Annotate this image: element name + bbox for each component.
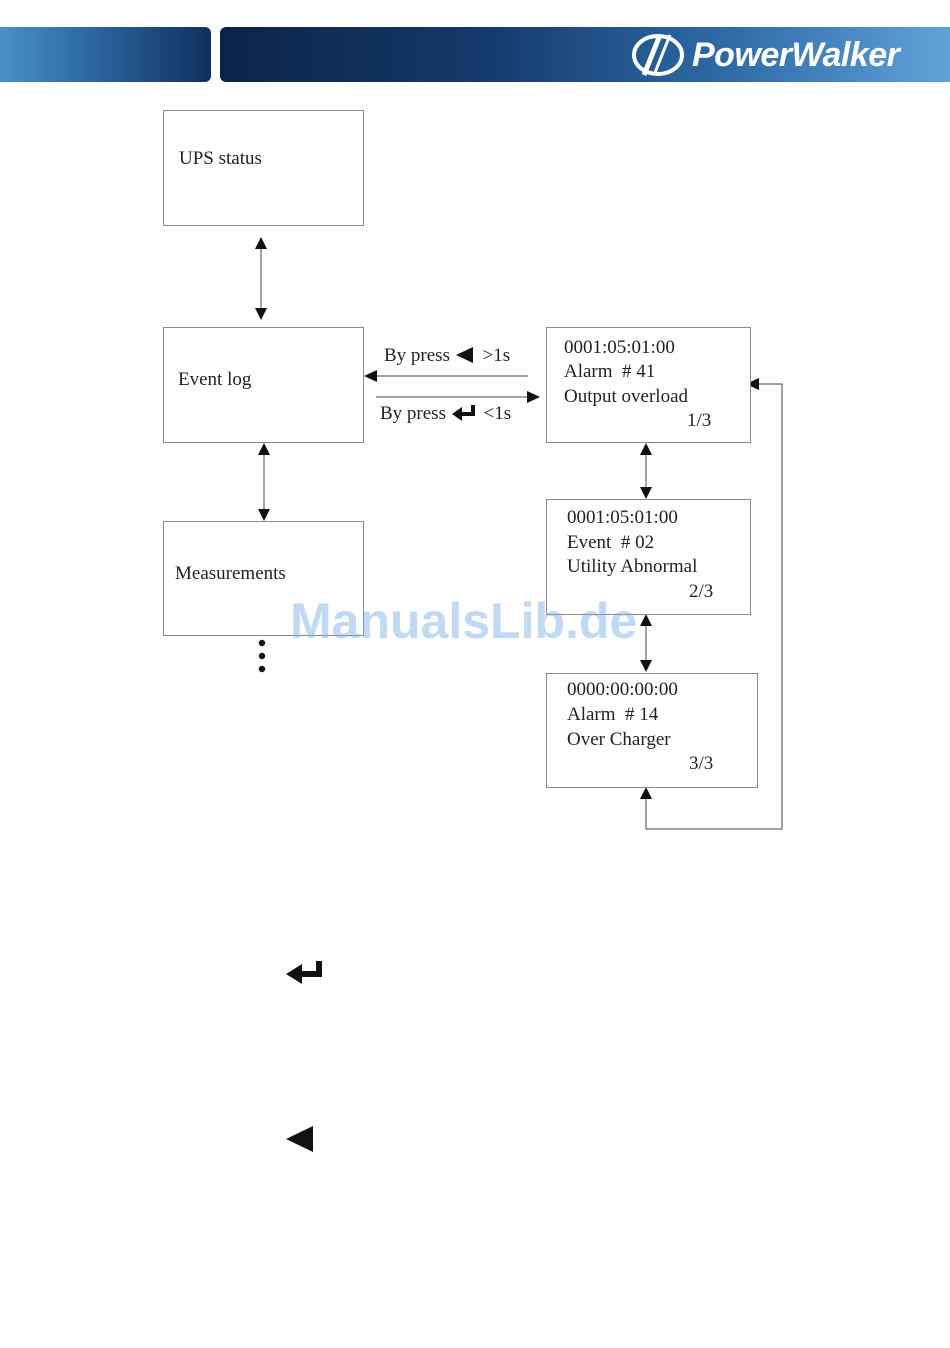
enter-arrow-label: By press <1s (380, 403, 511, 425)
entry-page: 3/3 (689, 753, 713, 775)
left-triangle-icon (285, 1124, 315, 1154)
entry-type: Alarm # 14 (567, 704, 658, 726)
entry-time: 0000:00:00:00 (567, 679, 678, 701)
back-suffix: >1s (482, 345, 510, 366)
entry-page: 1/3 (687, 410, 711, 432)
entry-desc: Utility Abnormal (567, 556, 697, 578)
entry-type: Event # 02 (567, 532, 654, 554)
enter-icon (285, 958, 327, 986)
back-prefix: By press (384, 345, 450, 366)
event-log-box: Event log (163, 327, 364, 443)
measurements-label: Measurements (175, 563, 286, 585)
left-triangle-icon (455, 346, 475, 364)
event-log-label: Event log (178, 369, 251, 391)
entry-time: 0001:05:01:00 (564, 337, 675, 359)
enter-icon (451, 404, 479, 422)
watermark: ManualsLib.de (290, 592, 637, 650)
entry-type: Alarm # 41 (564, 361, 655, 383)
event-entry-1: 0001:05:01:00 Alarm # 41 Output overload… (546, 327, 751, 443)
back-arrow-label: By press >1s (384, 345, 510, 367)
event-entry-3: 0000:00:00:00 Alarm # 14 Over Charger 3/… (546, 673, 758, 788)
entry-desc: Over Charger (567, 729, 671, 751)
entry-time: 0001:05:01:00 (567, 507, 678, 529)
enter-suffix: <1s (483, 403, 511, 424)
ups-status-box: UPS status (163, 110, 364, 226)
enter-prefix: By press (380, 403, 446, 424)
ups-status-label: UPS status (179, 148, 262, 170)
entry-page: 2/3 (689, 581, 713, 603)
entry-desc: Output overload (564, 386, 688, 408)
